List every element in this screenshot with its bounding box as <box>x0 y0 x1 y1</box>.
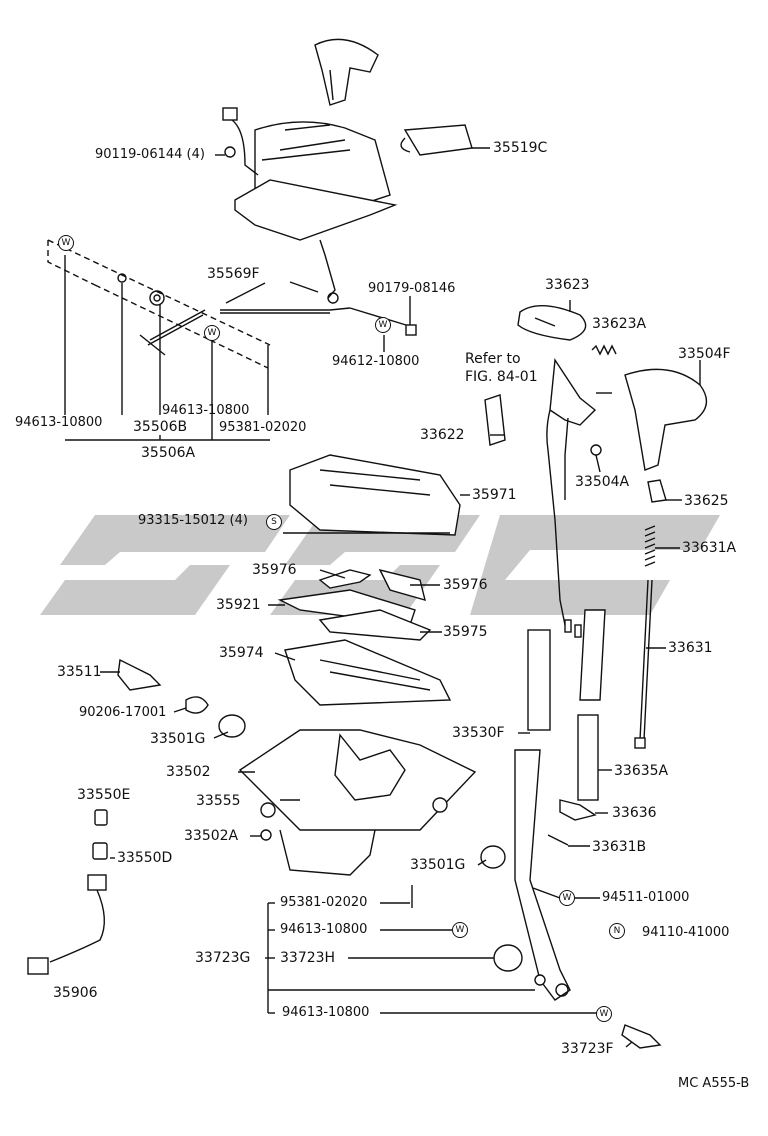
label-35975: 35975 <box>443 624 488 640</box>
label-94110-41000: 94110-41000 <box>642 925 730 940</box>
label-94613-10800-d: 94613-10800 <box>282 1005 370 1020</box>
label-35971: 35971 <box>472 487 517 503</box>
label-33723f: 33723F <box>561 1041 614 1057</box>
label-33631b: 33631B <box>592 839 647 855</box>
label-90119-06144: 90119-06144 (4) <box>95 147 205 162</box>
label-35506a: 35506A <box>141 445 196 461</box>
screw-symbol: S <box>266 514 282 530</box>
label-33723g: 33723G <box>195 950 251 966</box>
washer-symbol: W <box>559 890 575 906</box>
catalog-code: MC A555-B <box>678 1076 750 1091</box>
label-94613-10800-a: 94613-10800 <box>15 415 103 430</box>
label-33501g-b: 33501G <box>410 857 466 873</box>
label-refer-line1: Refer to <box>465 351 521 367</box>
washer-symbol: W <box>596 1006 612 1022</box>
label-35974: 35974 <box>219 645 264 661</box>
label-35506b: 35506B <box>133 419 188 435</box>
label-35976-b: 35976 <box>443 577 488 593</box>
label-33504f: 33504F <box>678 346 731 362</box>
label-33502: 33502 <box>166 764 211 780</box>
label-33623a: 33623A <box>592 316 647 332</box>
label-refer-line2: FIG. 84-01 <box>465 369 538 385</box>
label-35976-a: 35976 <box>252 562 297 578</box>
label-33550d: 33550D <box>117 850 173 866</box>
label-94613-10800-c: 94613-10800 <box>280 922 368 937</box>
washer-symbol: W <box>375 317 391 333</box>
label-35519c: 35519C <box>493 140 548 156</box>
label-33511: 33511 <box>57 664 102 680</box>
label-33625: 33625 <box>684 493 729 509</box>
nut-symbol: N <box>609 923 625 939</box>
label-93315-15012: 93315-15012 (4) <box>138 513 248 528</box>
label-90179-08146: 90179-08146 <box>368 281 456 296</box>
label-33636: 33636 <box>612 805 657 821</box>
label-35906: 35906 <box>53 985 98 1001</box>
line-art <box>27 38 708 1049</box>
label-94511-01000: 94511-01000 <box>602 890 690 905</box>
label-33555: 33555 <box>196 793 241 809</box>
label-33631a: 33631A <box>682 540 737 556</box>
label-33530f: 33530F <box>452 725 505 741</box>
washer-symbol: W <box>58 235 74 251</box>
label-95381-02020-a: 95381-02020 <box>219 420 307 435</box>
label-33502a: 33502A <box>184 828 239 844</box>
washer-symbol: W <box>204 325 220 341</box>
label-33723h: 33723H <box>280 950 336 966</box>
label-94613-10800-b: 94613-10800 <box>162 403 250 418</box>
label-90206-17001: 90206-17001 <box>79 705 167 720</box>
label-33623: 33623 <box>545 277 590 293</box>
watermark-logo <box>40 515 720 615</box>
label-33501g-a: 33501G <box>150 731 206 747</box>
label-33504a: 33504A <box>575 474 630 490</box>
washer-symbol: W <box>452 922 468 938</box>
label-33635a: 33635A <box>614 763 669 779</box>
label-94612-10800: 94612-10800 <box>332 354 420 369</box>
label-35921: 35921 <box>216 597 261 613</box>
label-95381-02020-b: 95381-02020 <box>280 895 368 910</box>
label-33550e: 33550E <box>77 787 131 803</box>
label-33622: 33622 <box>420 427 465 443</box>
label-35569f: 35569F <box>207 266 260 282</box>
label-33631: 33631 <box>668 640 713 656</box>
